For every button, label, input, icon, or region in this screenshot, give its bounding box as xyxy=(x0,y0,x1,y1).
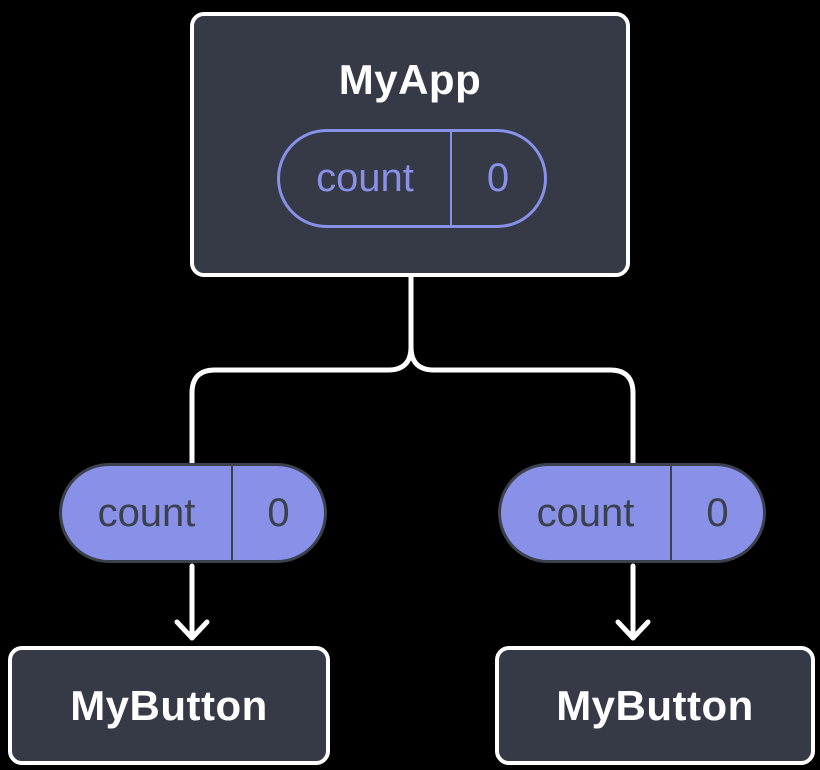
arrow-left xyxy=(174,563,210,641)
child-component-title: MyButton xyxy=(70,681,268,729)
root-component-node: MyApp count 0 xyxy=(190,12,630,277)
prop-pill-value: 0 xyxy=(267,490,290,535)
prop-pill-left: count 0 xyxy=(59,463,327,563)
state-pill-value: 0 xyxy=(486,156,510,200)
child-component-title: MyButton xyxy=(556,681,754,729)
branch-right-line xyxy=(408,277,636,463)
root-state-pill: count 0 xyxy=(277,129,547,228)
root-component-title: MyApp xyxy=(338,56,482,103)
state-pill-name: count xyxy=(280,132,452,225)
branch-left-line xyxy=(189,277,414,463)
child-component-node-left: MyButton xyxy=(8,646,330,765)
child-component-node-right: MyButton xyxy=(495,646,815,765)
prop-pill-right: count 0 xyxy=(498,463,766,563)
prop-pill-value: 0 xyxy=(706,490,729,535)
prop-pill-name: count xyxy=(62,466,233,560)
prop-pill-name: count xyxy=(501,466,672,560)
arrow-right xyxy=(615,563,651,641)
